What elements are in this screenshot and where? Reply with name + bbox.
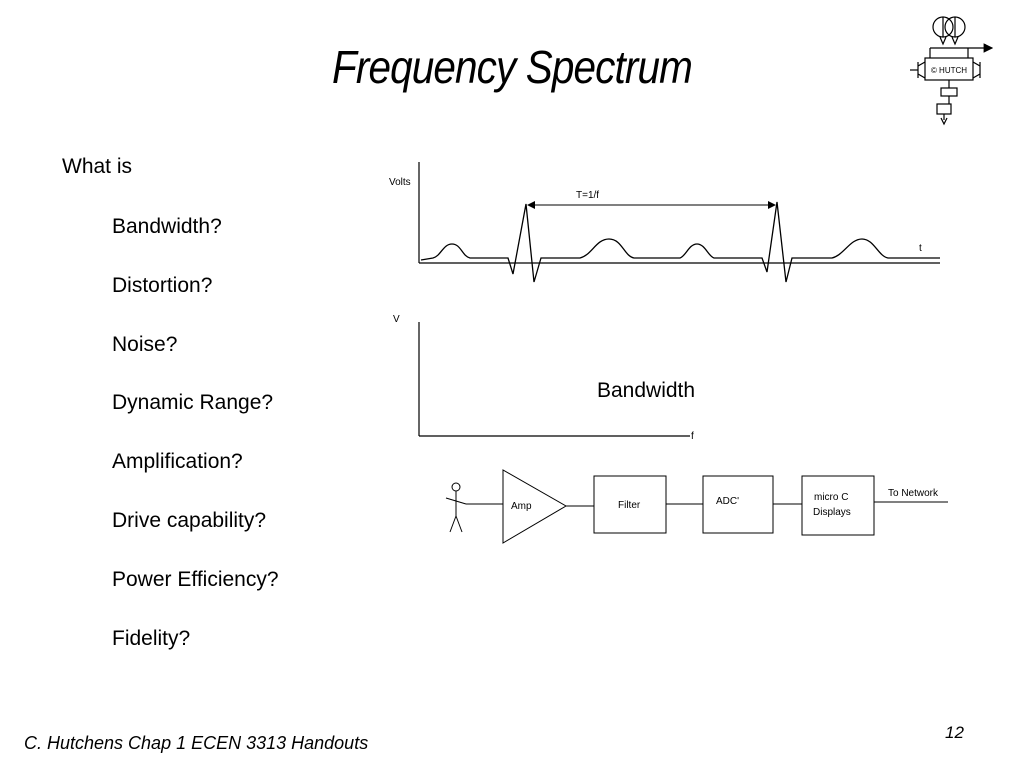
question-list: Bandwidth? Distortion? Noise? Dynamic Ra… [112,214,279,684]
page-number: 12 [945,723,964,742]
footer-credit: C. Hutchens Chap 1 ECEN 3313 Handouts [24,733,369,753]
micro-label-line1: micro C [814,492,848,503]
question-fidelity: Fidelity? [112,626,191,650]
intro-text: What is [62,155,133,178]
question-noise: Noise? [112,332,178,356]
block-diagram [445,469,948,544]
amp-triangle [502,469,567,544]
question-drive-capability: Drive capability? [112,508,267,532]
question-amplification: Amplification? [112,450,243,474]
logo-text: © HUTCH [931,66,967,75]
bandwidth-annotation: Bandwidth [597,379,696,402]
question-bandwidth: Bandwidth? [112,215,222,238]
freq-plot-y-label: V [393,314,400,325]
hutch-logo [910,16,994,126]
question-dynamic-range: Dynamic Range? [112,391,274,415]
time-plot-y-label: Volts [389,177,411,188]
frequency-domain-plot [418,322,690,437]
question-distortion: Distortion? [112,273,213,297]
adc-label: ADC' [716,496,739,507]
micro-block [801,475,875,536]
time-domain-plot [418,162,940,283]
time-plot-x-label: t [919,243,922,254]
micro-label-line2: Displays [813,507,851,518]
filter-label: Filter [618,500,641,511]
slide-title: Frequency Spectrum [332,41,693,93]
question-power-efficiency: Power Efficiency? [112,567,279,591]
periodic-waveform [420,201,940,283]
period-label: T=1/f [576,190,599,201]
network-output-label: To Network [888,488,939,499]
amp-label: Amp [511,501,532,512]
freq-plot-x-label: f [691,431,694,442]
person-icon [445,482,467,533]
